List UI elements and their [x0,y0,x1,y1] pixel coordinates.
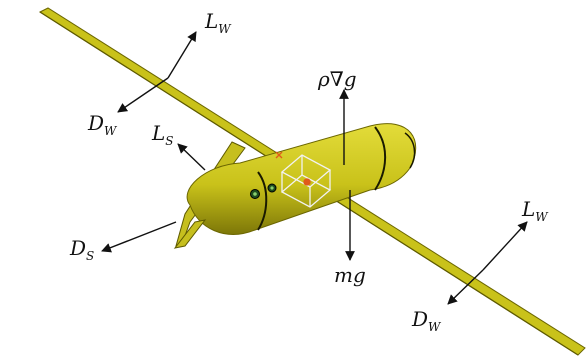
force-arrows [101,31,528,305]
drag-wing-right-arrow [447,269,484,305]
lift-stabilizer-label: LS [151,121,174,148]
drag-wing-left-arrow [117,77,169,113]
glider-hull [173,123,417,249]
lift-stabilizer-arrow [177,143,206,171]
buoyancy-label: ρ∇g [317,67,357,91]
drag-wing-left-label: DW [87,111,118,138]
force-labels: LW DW LS DS ρ∇g mg LW DW [69,9,549,334]
lift-wing-right-arrow [482,221,528,271]
lift-wing-right-label: LW [521,197,549,224]
drag-stabilizer-label: DS [69,236,94,263]
drag-stabilizer-arrow [101,221,177,253]
drag-wing-right-label: DW [411,307,442,334]
lift-wing-left-arrow [167,31,197,79]
gravity-label: mg [334,263,366,287]
center-of-gravity-cube [275,151,332,208]
lift-wing-left-label: LW [204,9,232,36]
